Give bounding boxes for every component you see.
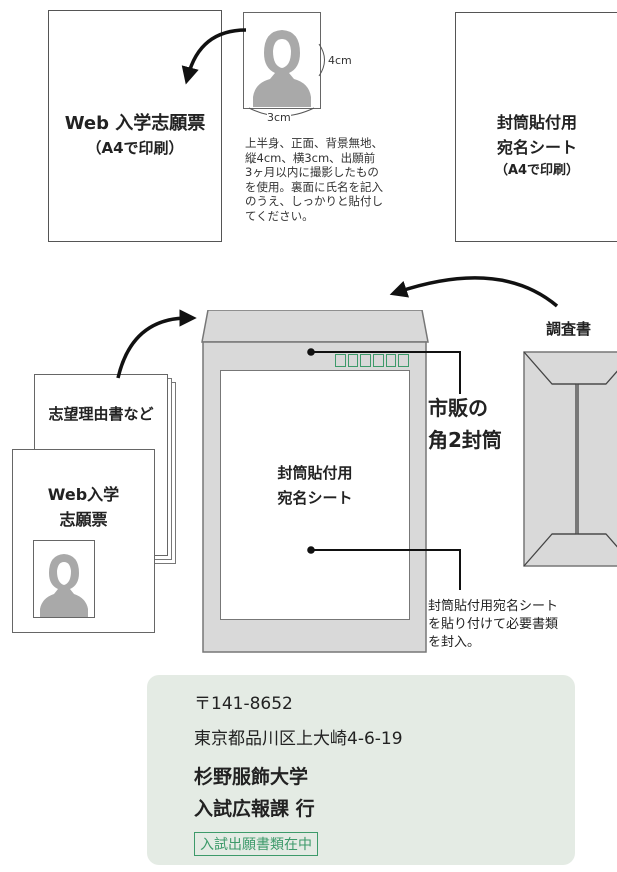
photo-note-line: 縦4cm、横3cm、出願前: [245, 150, 376, 165]
postal-box: [398, 354, 410, 367]
front-form-photo: [33, 540, 95, 618]
photo-note-line: 3ヶ月以内に撮影したもの: [245, 165, 379, 179]
address-sheet-subtitle: （A4で印刷）: [494, 163, 580, 178]
front-form-document: Web入学 志願票: [12, 449, 155, 633]
address-sheet-title-1: 封筒貼付用: [496, 113, 577, 132]
person-silhouette-icon: [40, 554, 88, 617]
address-sheet-top: 封筒貼付用 宛名シート （A4で印刷）: [455, 12, 617, 242]
postal-box: [360, 354, 372, 367]
survey-envelope-body: [523, 351, 617, 567]
postal-box: [373, 354, 384, 367]
postal-box: [335, 354, 346, 367]
sheet-pointer-line: [311, 549, 461, 590]
street-address: 東京都品川区上大崎4-6-19: [194, 729, 403, 749]
photo-note-line: のうえ、しっかりと貼付し: [245, 194, 383, 208]
enclose-note-line: を封入。: [428, 635, 481, 650]
envelope-flap: [201, 310, 429, 343]
documents-to-envelope-arrow: [116, 309, 197, 379]
survey-to-envelope-arrow: [389, 276, 559, 308]
postal-box: [347, 354, 359, 367]
photo-width-label: 3cm: [267, 111, 291, 124]
envelope-address-sheet: 封筒貼付用 宛名シート: [220, 370, 410, 620]
address-sheet-title-2: 宛名シート: [496, 138, 577, 157]
photo-height-label: 4cm: [328, 54, 352, 67]
postal-code: 〒141-8652: [194, 694, 293, 714]
person-silhouette-icon: [253, 30, 311, 107]
web-application-form-sheet: Web 入学志願票 （A4で印刷）: [48, 10, 222, 242]
envelope-label-2: 角2封筒: [428, 428, 502, 452]
documents-enclosed-stamp: 入試出願書類在中: [194, 832, 318, 856]
envelope-label-1: 市販の: [428, 396, 488, 420]
reason-document-label: 志望理由書など: [48, 405, 154, 423]
department-name: 入試広報課 行: [194, 798, 315, 820]
photo-to-form-arrow: [181, 28, 247, 85]
front-form-label-2: 志願票: [59, 510, 108, 529]
postal-code-boxes: [335, 354, 410, 367]
photo-note-line: 上半身、正面、背景無地、: [245, 136, 383, 150]
envelope-sheet-label-1: 封筒貼付用: [277, 464, 353, 482]
survey-envelope-fold: [523, 351, 577, 567]
school-name: 杉野服飾大学: [194, 766, 309, 788]
photo-height-guide: [318, 43, 325, 77]
front-form-label-1: Web入学: [47, 485, 120, 504]
envelope-pointer-line: [311, 351, 461, 394]
photo-note-line: を使用。裏面に氏名を記入: [245, 179, 383, 194]
enclose-note-line: 封筒貼付用宛名シート: [428, 599, 559, 614]
photo-card: [243, 12, 321, 109]
survey-envelope: [523, 351, 617, 567]
form-sheet-title: Web 入学志願票: [64, 113, 206, 134]
photo-note: 上半身、正面、背景無地、 縦4cm、横3cm、出願前 3ヶ月以内に撮影したもの …: [245, 136, 445, 223]
mailing-address-box: 〒141-8652 東京都品川区上大崎4-6-19 杉野服飾大学 入試広報課 行…: [147, 675, 575, 865]
survey-envelope-fold: [577, 370, 617, 548]
enclose-note-line: を貼り付けて必要書類: [428, 617, 559, 632]
form-sheet-subtitle: （A4で印刷）: [86, 139, 184, 157]
envelope-sheet-label-2: 宛名シート: [277, 489, 353, 507]
enclose-note: 封筒貼付用宛名シート を貼り付けて必要書類 を封入。: [428, 598, 617, 652]
photo-note-line: てください。: [245, 208, 314, 223]
postal-box: [385, 354, 397, 367]
survey-label: 調査書: [546, 320, 592, 338]
